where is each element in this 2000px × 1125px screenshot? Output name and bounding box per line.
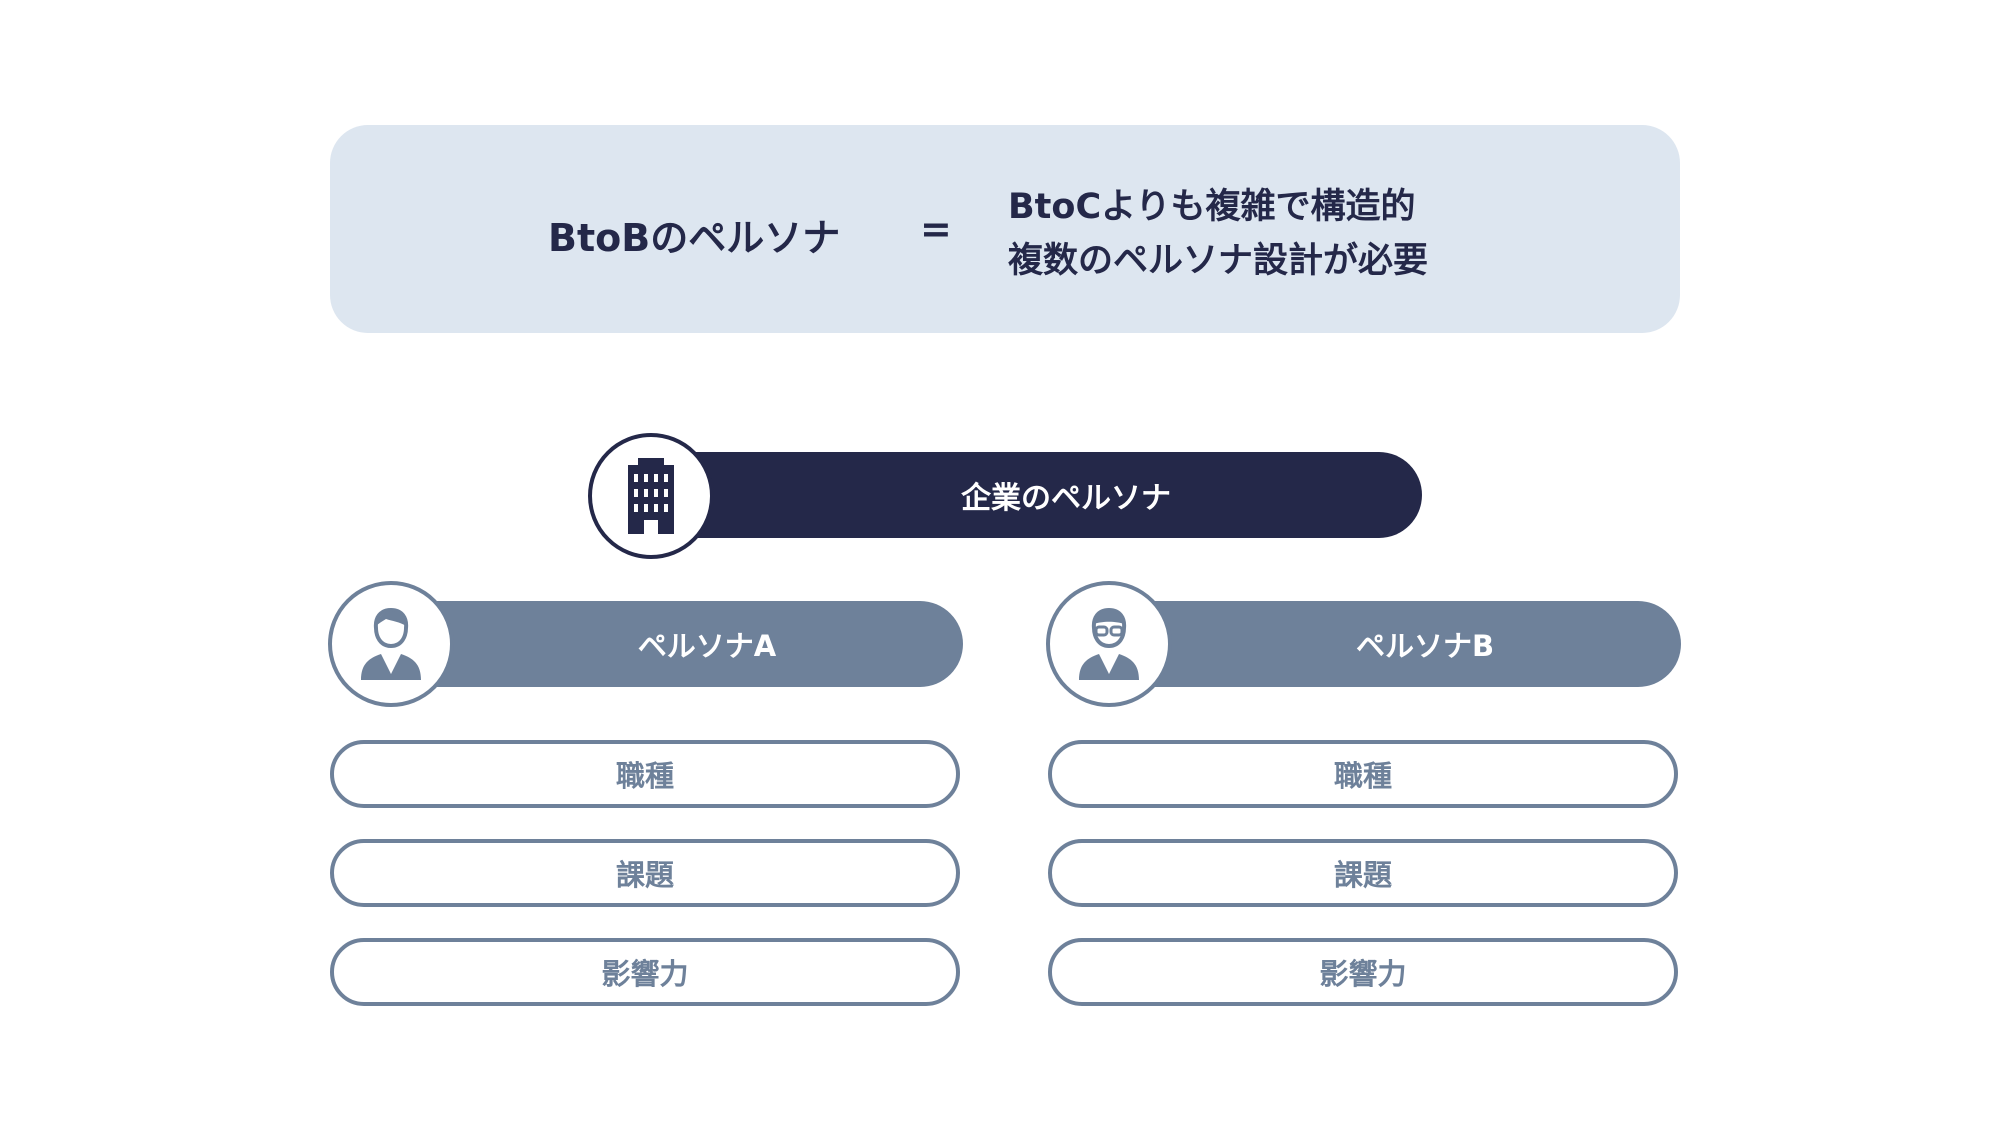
company-icon-circle — [588, 433, 714, 559]
persona-b-icon-circle — [1046, 581, 1172, 707]
persona-b-attribute-issue: 課題 — [1048, 839, 1678, 907]
businessman-glasses-icon — [1079, 607, 1139, 680]
persona-b-attribute-influence: 影響力 — [1048, 938, 1678, 1006]
equals-sign: = — [920, 207, 952, 251]
persona-a-attribute-issue: 課題 — [330, 839, 960, 907]
summary-right-line2: 複数のペルソナ設計が必要 — [1008, 241, 1429, 281]
company-persona-bar: 企業のペルソナ — [650, 452, 1422, 538]
building-icon — [628, 458, 674, 534]
persona-a-attribute-job: 職種 — [330, 740, 960, 808]
summary-box: BtoBのペルソナ = BtoCよりも複雑で構造的 複数のペルソナ設計が必要 — [330, 125, 1680, 333]
persona-b-attribute-job: 職種 — [1048, 740, 1678, 808]
persona-a-label: ペルソナA — [637, 629, 777, 663]
summary-left-text: BtoBのペルソナ — [548, 216, 841, 260]
summary-right-text: BtoCよりも複雑で構造的 複数のペルソナ設計が必要 — [1008, 180, 1428, 288]
persona-b-label: ペルソナB — [1355, 629, 1495, 663]
persona-a-bar: ペルソナA — [391, 601, 963, 687]
persona-a-attribute-influence: 影響力 — [330, 938, 960, 1006]
businessman-icon — [361, 607, 421, 680]
company-persona-label: 企業のペルソナ — [961, 481, 1171, 516]
persona-b-bar: ペルソナB — [1109, 601, 1681, 687]
persona-a-icon-circle — [328, 581, 454, 707]
summary-right-line1: BtoCよりも複雑で構造的 — [1008, 187, 1416, 227]
